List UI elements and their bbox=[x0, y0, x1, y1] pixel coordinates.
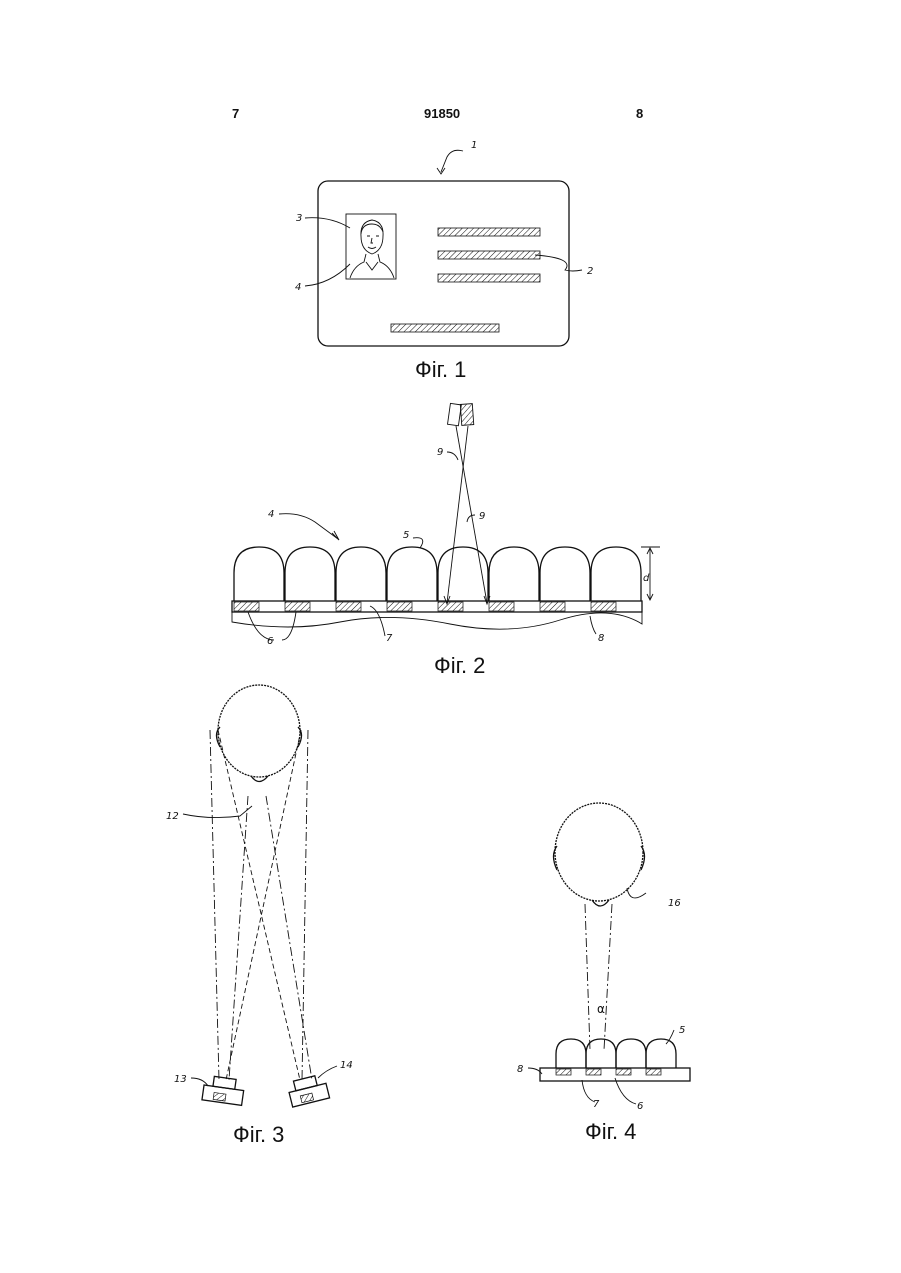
label-height: d bbox=[643, 573, 650, 584]
label-image: 4 bbox=[295, 282, 301, 293]
label-stripe-a: 6 bbox=[267, 636, 273, 647]
hatched-stripes bbox=[234, 602, 616, 611]
label-camera-right: 14 bbox=[340, 1060, 353, 1071]
label-card: 1 bbox=[471, 140, 477, 151]
figure-2: 4 5 9 9 d 6 7 8 Фіг. 2 bbox=[232, 403, 660, 678]
label-viewer: 16 bbox=[668, 898, 681, 909]
camera-right-icon bbox=[287, 1074, 330, 1107]
label-view: 12 bbox=[166, 811, 179, 822]
figure-1: 1 3 4 2 Фіг. 1 bbox=[295, 140, 593, 382]
lens-array-fig4 bbox=[556, 1039, 676, 1068]
hatched-stripes-fig4 bbox=[556, 1069, 661, 1075]
label-substrate: 8 bbox=[598, 633, 604, 644]
label-stripe-b: 7 bbox=[386, 633, 393, 644]
caption-fig-2: Фіг. 2 bbox=[434, 653, 485, 678]
caption-fig-4: Фіг. 4 bbox=[585, 1119, 636, 1144]
label-lens: 5 bbox=[403, 530, 409, 541]
head-outline bbox=[218, 685, 300, 777]
id-card bbox=[318, 181, 569, 346]
camera-left-icon bbox=[202, 1075, 245, 1105]
lens-array bbox=[234, 547, 641, 601]
label-ray-b: 9 bbox=[479, 511, 485, 522]
caption-fig-1: Фіг. 1 bbox=[415, 357, 466, 382]
label-ray-a: 9 bbox=[437, 447, 443, 458]
label-layer: 4 bbox=[268, 509, 274, 520]
caption-fig-3: Фіг. 3 bbox=[233, 1122, 284, 1147]
label-angle: α bbox=[597, 1002, 605, 1016]
label-substrate-fig4: 8 bbox=[517, 1064, 523, 1075]
label-stripe-a-fig4: 6 bbox=[637, 1101, 643, 1112]
portrait-icon bbox=[350, 220, 394, 278]
label-camera-left: 13 bbox=[174, 1074, 187, 1085]
figure-3: 12 13 14 Фіг. 3 bbox=[166, 685, 353, 1147]
label-stripe-b-fig4: 7 bbox=[593, 1099, 600, 1110]
viewer-head-outline bbox=[555, 803, 643, 901]
text-field-lines bbox=[391, 228, 540, 332]
label-photo: 3 bbox=[296, 213, 302, 224]
figure-4: 16 α 5 8 7 6 Фіг. 4 bbox=[517, 803, 690, 1144]
label-text: 2 bbox=[587, 266, 593, 277]
label-lens-fig4: 5 bbox=[679, 1025, 685, 1036]
